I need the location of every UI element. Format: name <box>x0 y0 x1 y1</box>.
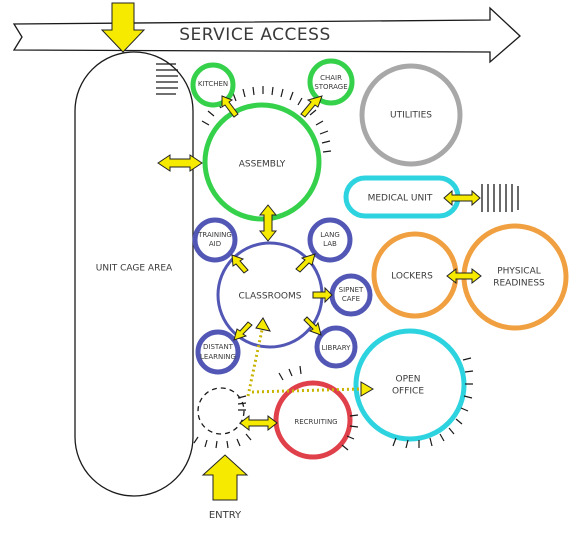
assembly-label: ASSEMBLY <box>239 160 286 170</box>
kitchen-zone: KITCHEN <box>190 62 236 108</box>
connector-arrows <box>157 95 482 432</box>
open-office-label-2: OFFICE <box>392 387 424 397</box>
unit-cage-label: UNIT CAGE AREA <box>96 264 173 274</box>
entry-recruiting-connector <box>239 414 278 432</box>
distant-learning-zone: DISTANT LEARNING <box>195 329 241 375</box>
lang-lab-label-2: LAB <box>323 240 337 248</box>
training-aid-label-2: AID <box>209 240 221 248</box>
medical-unit-zone: MEDICAL UNIT <box>343 175 519 219</box>
sipnet-cafe-label-2: CAFE <box>342 295 360 303</box>
distant-classroom-arrow <box>233 321 253 341</box>
entry-label: ENTRY <box>209 510 242 521</box>
library-classroom-arrow <box>303 316 322 336</box>
lockers-label: LOCKERS <box>391 272 433 282</box>
training-aid-zone: TRAINING AID <box>192 217 238 263</box>
chair-storage-label-2: STORAGE <box>314 83 347 91</box>
kitchen-label: KITCHEN <box>198 80 228 88</box>
open-office-ticks <box>392 357 474 449</box>
medical-unit-label: MEDICAL UNIT <box>368 194 433 204</box>
distant-learning-label-1: DISTANT <box>203 343 234 351</box>
entry-dashed-paths <box>246 317 374 397</box>
sipnet-classroom-arrow <box>312 286 333 304</box>
utilities-zone: UTILITIES <box>359 63 463 167</box>
library-label: LIBRARY <box>322 344 352 352</box>
medical-hatch <box>481 184 519 212</box>
chair-storage-zone: CHAIR STORAGE <box>307 58 355 106</box>
open-office-label-1: OPEN <box>396 375 421 385</box>
recruiting-zone: RECRUITING <box>273 365 359 460</box>
assembly-zone: ASSEMBLY <box>201 86 332 222</box>
lang-lab-zone: LANG LAB <box>307 217 353 263</box>
sipnet-cafe-label-1: SIPNET <box>339 286 364 294</box>
physical-readiness-label-1: PHYSICAL <box>497 267 541 277</box>
training-aid-label-1: TRAINING <box>197 231 232 239</box>
entry-vestibule <box>193 387 252 449</box>
entry-arrow <box>201 454 249 501</box>
service-access-arrow: SERVICE ACCESS <box>12 6 521 64</box>
kitchen-assembly-arrow <box>221 95 239 118</box>
classrooms-label: CLASSROOMS <box>239 292 302 302</box>
entry-to-office-path <box>251 387 361 394</box>
lockers-zone: LOCKERS <box>371 231 459 319</box>
entry-to-classrooms-head <box>255 317 271 332</box>
chair-storage-label-1: CHAIR <box>320 74 342 82</box>
training-classroom-arrow <box>231 254 249 274</box>
service-access-label: SERVICE ACCESS <box>179 25 330 45</box>
storage-assembly-arrow <box>300 95 323 118</box>
medical-hatch-connector <box>443 189 481 207</box>
library-zone: LIBRARY <box>314 325 358 369</box>
lang-lab-label-1: LANG <box>320 231 340 239</box>
unit-cage-area: UNIT CAGE AREA <box>74 51 194 497</box>
entry-to-classrooms-path <box>246 329 264 397</box>
open-office-zone: OPEN OFFICE <box>353 328 474 449</box>
sipnet-cafe-zone: SIPNET CAFE <box>329 273 373 317</box>
service-entry-arrow <box>100 2 146 53</box>
entry-ticks <box>193 395 252 449</box>
lockers-physical-connector <box>446 267 482 285</box>
recruiting-label: RECRUITING <box>294 418 337 426</box>
physical-readiness-label-2: READINESS <box>493 279 545 289</box>
unit-cage-hatch <box>156 63 178 95</box>
lang-classroom-arrow <box>295 253 316 273</box>
recruiting-ticks <box>278 365 359 451</box>
entry-to-office-head <box>360 381 374 397</box>
distant-learning-label-2: LEARNING <box>200 353 236 361</box>
utilities-label: UTILITIES <box>390 111 432 121</box>
cage-assembly-connector <box>157 154 203 172</box>
assembly-classrooms-connector <box>258 204 278 242</box>
